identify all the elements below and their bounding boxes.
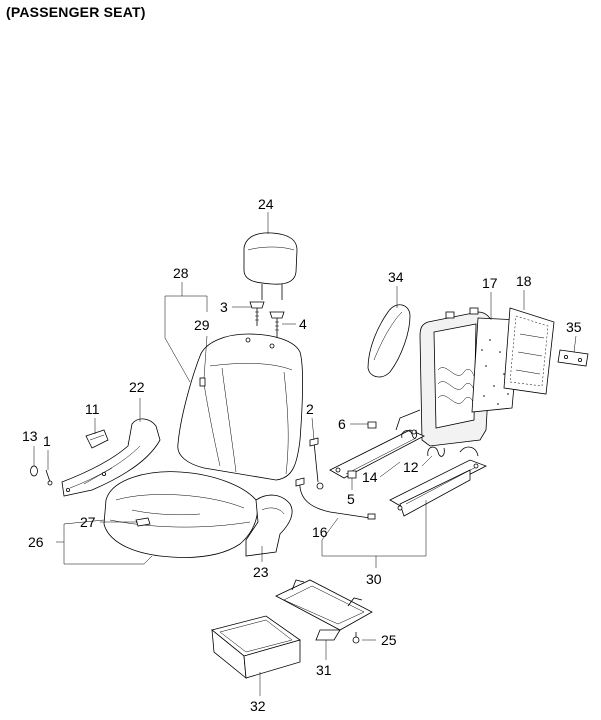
screw-1 xyxy=(45,469,53,486)
callout-28: 28 xyxy=(173,265,189,281)
callout-labels: 24 28 29 3 4 22 11 13 1 27 26 23 34 17 1… xyxy=(22,196,582,714)
spring-14 xyxy=(401,429,417,439)
callout-13: 13 xyxy=(22,428,38,444)
seat-back-frame xyxy=(395,307,493,447)
side-shield xyxy=(61,418,161,497)
callout-16: 16 xyxy=(312,524,328,540)
callout-2: 2 xyxy=(306,401,314,417)
callout-6: 6 xyxy=(338,416,346,432)
callout-31: 31 xyxy=(316,662,332,678)
callout-26: 26 xyxy=(28,534,44,550)
nut-6 xyxy=(367,421,377,429)
bolt-2 xyxy=(309,437,324,490)
back-pad xyxy=(367,304,411,378)
callout-17: 17 xyxy=(482,275,498,291)
callout-32: 32 xyxy=(250,698,266,714)
callout-27: 27 xyxy=(80,514,96,530)
callout-24: 24 xyxy=(258,196,274,212)
release-cable xyxy=(295,477,376,520)
callout-3: 3 xyxy=(220,299,228,315)
callout-22: 22 xyxy=(129,379,145,395)
seat-track xyxy=(329,429,487,517)
back-hook xyxy=(557,349,589,367)
callout-4: 4 xyxy=(299,316,307,332)
seat-cushion xyxy=(103,471,258,558)
storage-tray xyxy=(211,615,301,679)
tray-frame xyxy=(275,579,373,641)
bolt-25 xyxy=(352,632,360,644)
callout-5: 5 xyxy=(347,491,355,507)
callout-25: 25 xyxy=(381,632,397,648)
callout-35: 35 xyxy=(566,319,582,335)
callout-11: 11 xyxy=(85,401,100,417)
callout-14: 14 xyxy=(362,469,378,485)
seat-back xyxy=(177,333,304,481)
clip-13 xyxy=(30,465,38,477)
callout-1: 1 xyxy=(43,433,51,449)
headrest-guide-3 xyxy=(249,301,265,326)
callout-12: 12 xyxy=(403,459,419,475)
leader-lines xyxy=(33,212,577,696)
headrest-guide-4 xyxy=(269,311,285,338)
callout-29: 29 xyxy=(194,317,210,333)
nut-5 xyxy=(347,470,357,479)
callout-18: 18 xyxy=(516,273,532,289)
back-board xyxy=(503,307,555,395)
spring-12 xyxy=(427,446,445,457)
callout-30: 30 xyxy=(366,571,382,587)
headrest xyxy=(243,232,298,300)
callout-34: 34 xyxy=(388,269,404,285)
callout-23: 23 xyxy=(253,564,269,580)
cushion-side-cover xyxy=(245,494,293,557)
diagram-title: (PASSENGER SEAT) xyxy=(6,4,146,20)
recliner-cover xyxy=(85,429,109,449)
